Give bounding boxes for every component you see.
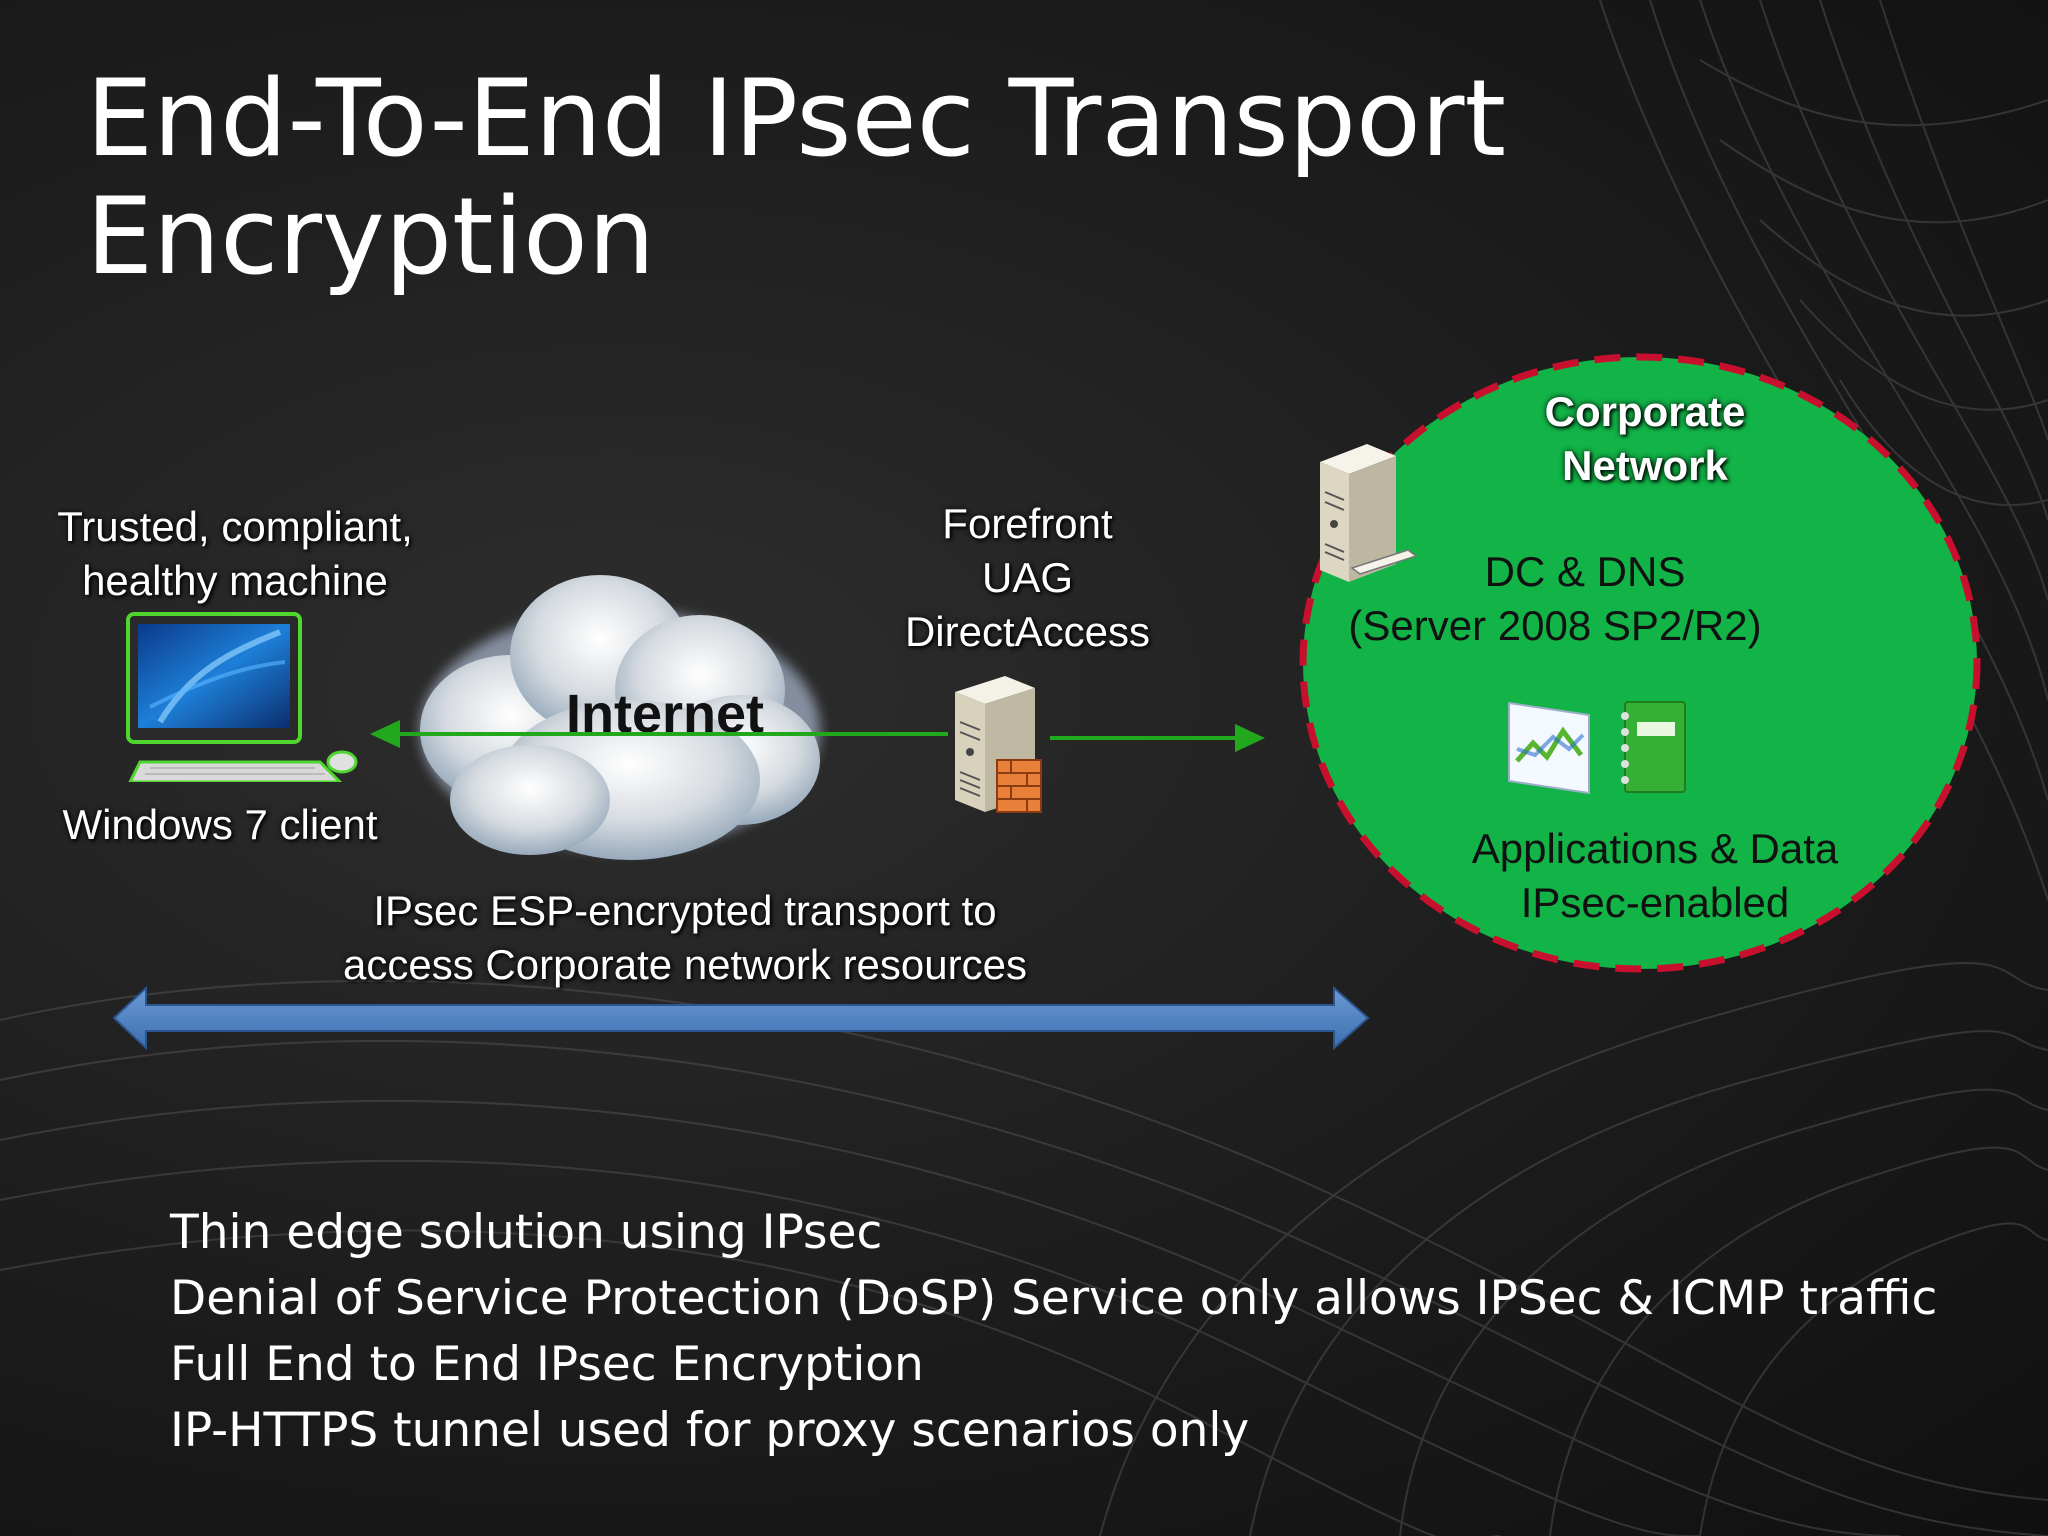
- transport-line-1: IPsec ESP-encrypted transport to: [373, 887, 997, 934]
- applications-data-label: Applications & Data IPsec-enabled: [1430, 822, 1880, 930]
- corporate-network-title: Corporate Network: [1470, 385, 1820, 493]
- title-line-1: End-To-End IPsec Transport: [86, 57, 1507, 180]
- server-icon: [1320, 444, 1418, 582]
- notebook-icon: [1621, 701, 1686, 793]
- gateway-label-line-3: DirectAccess: [904, 608, 1151, 655]
- bullet-list: Thin edge solution using IPsec Denial of…: [170, 1200, 1970, 1464]
- dc-dns-line-2: (Server 2008 SP2/R2): [1348, 602, 1762, 649]
- encrypted-transport-arrow: [112, 985, 1370, 1051]
- server-firewall-icon: [955, 676, 1042, 813]
- gateway-label-line-2: UAG: [981, 554, 1073, 601]
- bullet-item: Denial of Service Protection (DoSP) Serv…: [170, 1271, 1938, 1326]
- cloud-icon: [420, 575, 820, 860]
- gateway-label-line-1: Forefront: [942, 500, 1113, 547]
- applications-data-line-1: Applications & Data: [1471, 825, 1839, 872]
- applications-data-line-2: IPsec-enabled: [1520, 879, 1790, 926]
- client-description: Trusted, compliant, healthy machine: [20, 500, 450, 608]
- gateway-label: Forefront UAG DirectAccess: [870, 497, 1185, 659]
- transport-label: IPsec ESP-encrypted transport to access …: [250, 884, 1120, 992]
- desktop-computer-icon: [126, 612, 358, 782]
- chart-icon: [1508, 701, 1590, 795]
- bullet-item: IP-HTTPS tunnel used for proxy scenarios…: [170, 1403, 1250, 1458]
- corporate-title-line-2: Network: [1562, 442, 1728, 489]
- dc-dns-label: DC & DNS (Server 2008 SP2/R2): [1310, 545, 1800, 653]
- corporate-title-line-1: Corporate: [1544, 388, 1746, 435]
- title-line-2: Encryption: [86, 175, 656, 298]
- bullet-item: Full End to End IPsec Encryption: [170, 1337, 924, 1392]
- dc-dns-line-1: DC & DNS: [1484, 548, 1686, 595]
- connection-arrow: [370, 720, 1265, 752]
- bullet-item: Thin edge solution using IPsec: [170, 1205, 883, 1260]
- client-name: Windows 7 client: [62, 801, 378, 848]
- transport-line-2: access Corporate network resources: [343, 941, 1027, 988]
- client-description-line-1: Trusted, compliant,: [57, 503, 413, 550]
- slide-title: End-To-End IPsec Transport Encryption: [86, 60, 1686, 296]
- corporate-network-zone: [1299, 353, 1981, 973]
- client-description-line-2: healthy machine: [82, 557, 388, 604]
